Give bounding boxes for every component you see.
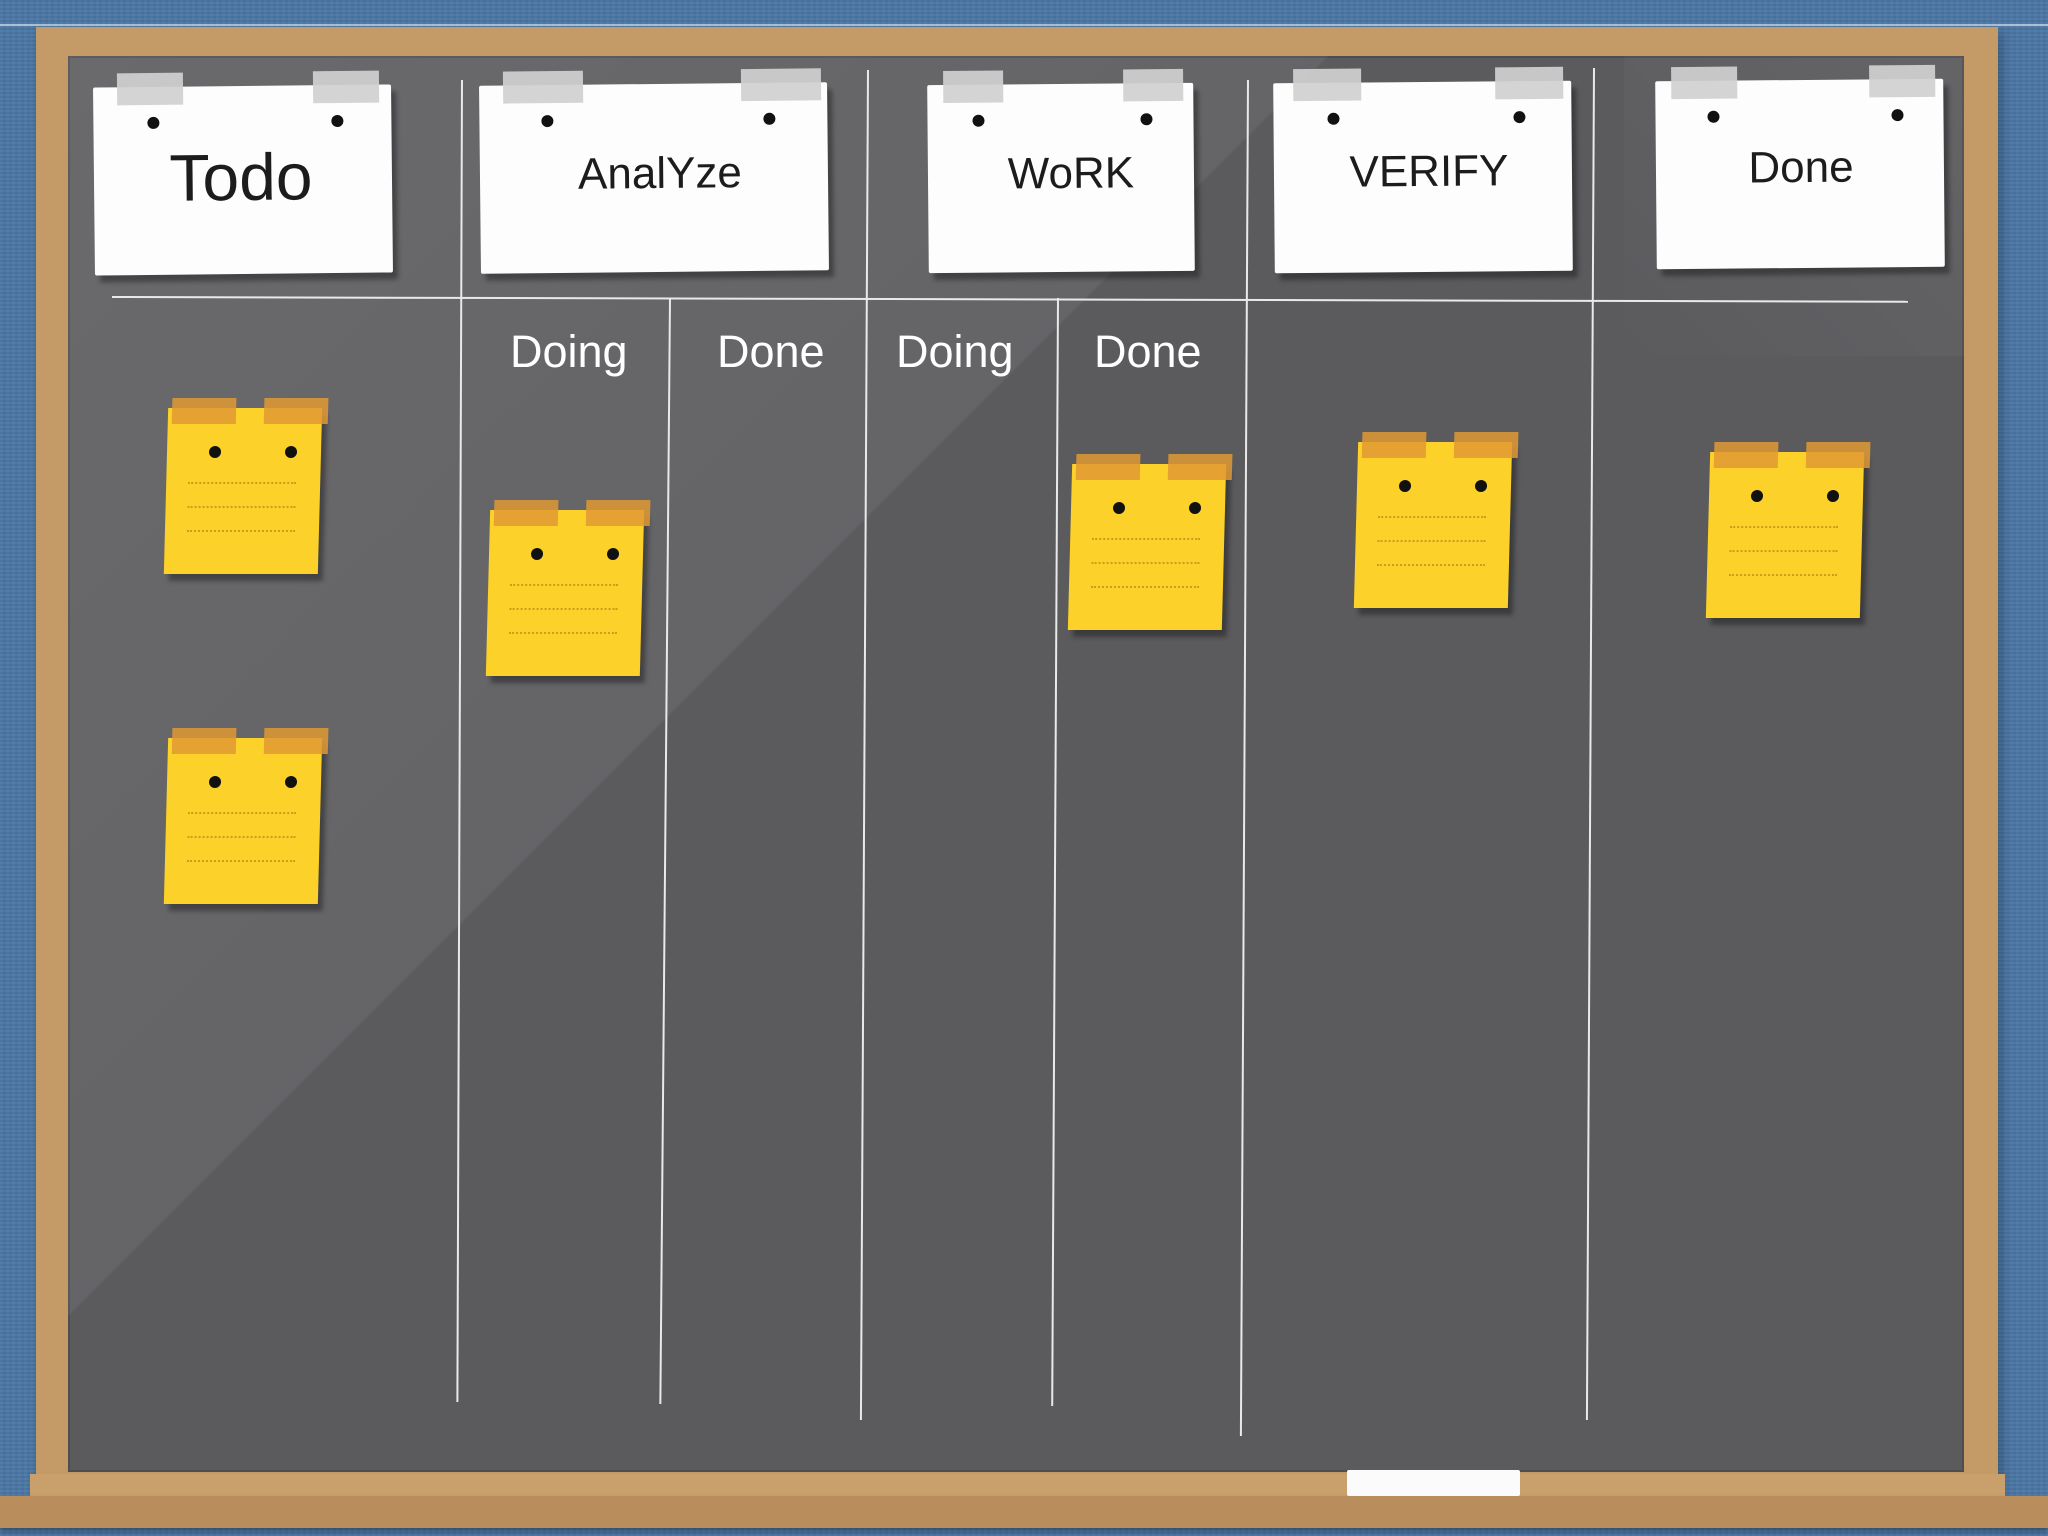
tape-icon: [585, 500, 651, 526]
top-divider: [0, 24, 2048, 26]
note-scribble: [188, 812, 297, 817]
column-header-todo[interactable]: Todo: [93, 70, 393, 276]
tape-icon: [263, 728, 329, 754]
tape-icon: [502, 70, 584, 104]
pin-hole-icon: [1398, 480, 1412, 492]
column-title: Todo: [169, 139, 313, 215]
sticky-note[interactable]: [485, 500, 651, 676]
tape-icon: [1293, 68, 1362, 102]
pin-hole-icon: [1327, 112, 1340, 125]
note-scribble: [1729, 550, 1838, 555]
note-scribble: [187, 836, 296, 841]
column-header-analyze[interactable]: AnalYze: [479, 68, 829, 274]
note-scribble: [186, 530, 295, 535]
note-scribble: [1377, 540, 1486, 545]
pin-hole-icon: [606, 548, 620, 560]
chalk-ledge: [0, 1496, 2048, 1528]
note-scribble: [1730, 526, 1839, 531]
tape-icon: [1167, 454, 1233, 480]
tape-icon: [263, 398, 329, 424]
sticky-note[interactable]: [163, 398, 329, 574]
tape-icon: [1805, 442, 1871, 468]
tape-icon: [943, 70, 1004, 104]
note-scribble: [509, 608, 618, 613]
pin-hole-icon: [530, 548, 544, 560]
pin-hole-icon: [208, 446, 222, 458]
pin-hole-icon: [541, 115, 554, 128]
tape-icon: [1495, 66, 1564, 100]
tape-icon: [171, 728, 237, 754]
tape-icon: [1453, 432, 1519, 458]
note-scribble: [1728, 574, 1837, 579]
note-scribble: [186, 860, 295, 865]
pin-hole-icon: [1474, 480, 1488, 492]
column-header-work[interactable]: WoRK: [927, 68, 1195, 274]
chalk-ledge-top: [30, 1474, 2005, 1498]
column-title: VERIFY: [1349, 146, 1509, 197]
pin-hole-icon: [147, 116, 160, 129]
pin-hole-icon: [1707, 110, 1720, 123]
pin-hole-icon: [1140, 113, 1153, 126]
pin-hole-icon: [1188, 502, 1202, 514]
subcolumn-label-analyze-doing: Doing: [510, 326, 628, 377]
note-scribble: [1091, 562, 1200, 567]
sticky-note[interactable]: [1353, 432, 1519, 608]
pin-hole-icon: [972, 114, 985, 127]
column-title: WoRK: [1007, 148, 1135, 199]
note-scribble: [188, 482, 297, 487]
subcolumn-label-work-done: Done: [1094, 326, 1202, 377]
note-scribble: [510, 584, 619, 589]
pin-hole-icon: [1891, 109, 1904, 122]
pin-hole-icon: [1112, 502, 1126, 514]
chalk-piece[interactable]: [1347, 1470, 1520, 1496]
tape-icon: [1713, 442, 1779, 468]
column-header-done[interactable]: Done: [1655, 64, 1945, 270]
note-scribble: [1376, 564, 1485, 569]
pin-hole-icon: [208, 776, 222, 788]
pin-hole-icon: [284, 776, 298, 788]
pin-hole-icon: [1826, 490, 1840, 502]
note-scribble: [187, 506, 296, 511]
subcolumn-label-work-doing: Doing: [896, 326, 1014, 377]
column-header-verify[interactable]: VERIFY: [1273, 66, 1573, 274]
sticky-note[interactable]: [1067, 454, 1233, 630]
pin-hole-icon: [331, 114, 344, 128]
sticky-note[interactable]: [1705, 442, 1871, 618]
tape-icon: [1075, 454, 1141, 480]
tape-icon: [116, 72, 184, 106]
note-scribble: [1378, 516, 1487, 521]
sticky-note[interactable]: [163, 728, 329, 904]
pin-hole-icon: [763, 112, 776, 125]
tape-icon: [1869, 64, 1936, 98]
tape-icon: [740, 68, 822, 102]
note-scribble: [1090, 586, 1199, 591]
column-title: Done: [1748, 142, 1854, 193]
pin-hole-icon: [1750, 490, 1764, 502]
note-scribble: [1092, 538, 1201, 543]
tape-icon: [493, 500, 559, 526]
tape-icon: [1123, 68, 1184, 102]
subcolumn-label-analyze-done: Done: [717, 326, 825, 377]
pin-hole-icon: [284, 446, 298, 458]
tape-icon: [312, 70, 380, 104]
column-title: AnalYze: [577, 148, 743, 199]
tape-icon: [1361, 432, 1427, 458]
note-scribble: [508, 632, 617, 637]
pin-hole-icon: [1513, 111, 1526, 124]
tape-icon: [171, 398, 237, 424]
tape-icon: [1671, 66, 1738, 100]
